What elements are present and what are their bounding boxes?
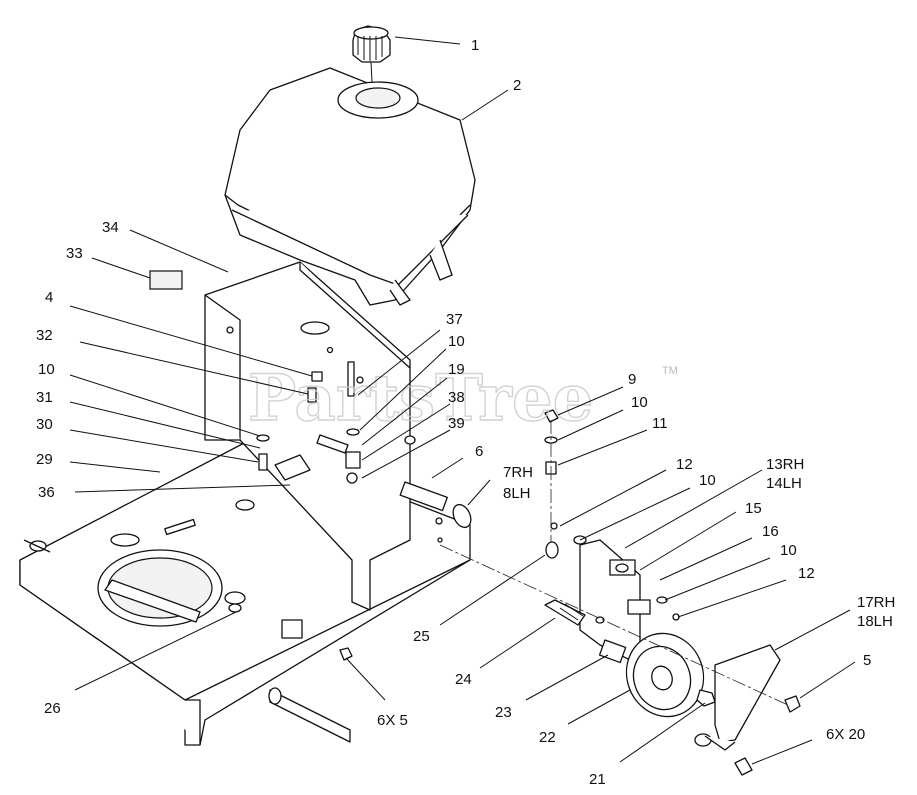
- fuel-tank: [224, 67, 476, 306]
- fuel-cap: [352, 25, 391, 83]
- callout-7rh: 7RH: [503, 464, 533, 481]
- callout-16: 16: [762, 523, 779, 540]
- callout-29: 29: [36, 451, 53, 468]
- callout-25: 25: [413, 628, 430, 645]
- callout-21: 21: [589, 771, 606, 788]
- callout-6x20: 6X 20: [826, 726, 865, 743]
- callout-8lh: 8LH: [503, 485, 531, 502]
- callout-6: 6: [475, 443, 483, 460]
- deck-hardware: [224, 591, 353, 743]
- watermark-trademark: TM: [662, 365, 678, 377]
- callout-14lh: 14LH: [766, 475, 802, 492]
- callout-12-upper: 12: [676, 456, 693, 473]
- callout-26: 26: [44, 700, 61, 717]
- callout-11: 11: [652, 415, 668, 432]
- callout-4: 4: [45, 289, 53, 306]
- callout-19: 19: [448, 361, 465, 378]
- callout-37: 37: [446, 311, 463, 328]
- leader-lines: [69, 36, 856, 765]
- callout-15: 15: [745, 500, 762, 517]
- callout-31: 31: [36, 389, 53, 406]
- callout-10-pivot: 10: [631, 394, 648, 411]
- callout-38: 38: [448, 389, 465, 406]
- callout-17rh: 17RH: [857, 594, 895, 611]
- callout-6x5: 6X 5: [377, 712, 408, 729]
- callout-23: 23: [495, 704, 512, 721]
- callout-2: 2: [513, 77, 521, 94]
- idler-pivot-hardware: [544, 409, 559, 559]
- callout-10-bracket: 10: [699, 472, 716, 489]
- idler-pulley: [544, 599, 716, 718]
- callout-10-tower: 10: [448, 333, 465, 350]
- callout-labels: 1 2 34 33 4 32 10 31 30 29 36 37 10 19 3…: [36, 37, 895, 788]
- callout-13rh: 13RH: [766, 456, 804, 473]
- tower-hardware: [256, 361, 472, 543]
- callout-18lh: 18LH: [857, 613, 893, 630]
- callout-22: 22: [539, 729, 556, 746]
- callout-12-lower: 12: [798, 565, 815, 582]
- callout-39: 39: [448, 415, 465, 432]
- callout-30: 30: [36, 416, 53, 433]
- callout-9: 9: [628, 371, 636, 388]
- callout-24: 24: [455, 671, 472, 688]
- callout-33: 33: [66, 245, 83, 262]
- callout-5: 5: [863, 652, 871, 669]
- callout-32: 32: [36, 327, 53, 344]
- callout-34: 34: [102, 219, 119, 236]
- pivot-bracket: [573, 535, 680, 666]
- decal-33: [149, 270, 183, 290]
- callout-1: 1: [471, 37, 479, 54]
- callout-10-lower: 10: [780, 542, 797, 559]
- callout-10-left: 10: [38, 361, 55, 378]
- callout-36: 36: [38, 484, 55, 501]
- control-tower: [204, 261, 416, 611]
- idler-arm: [439, 544, 801, 776]
